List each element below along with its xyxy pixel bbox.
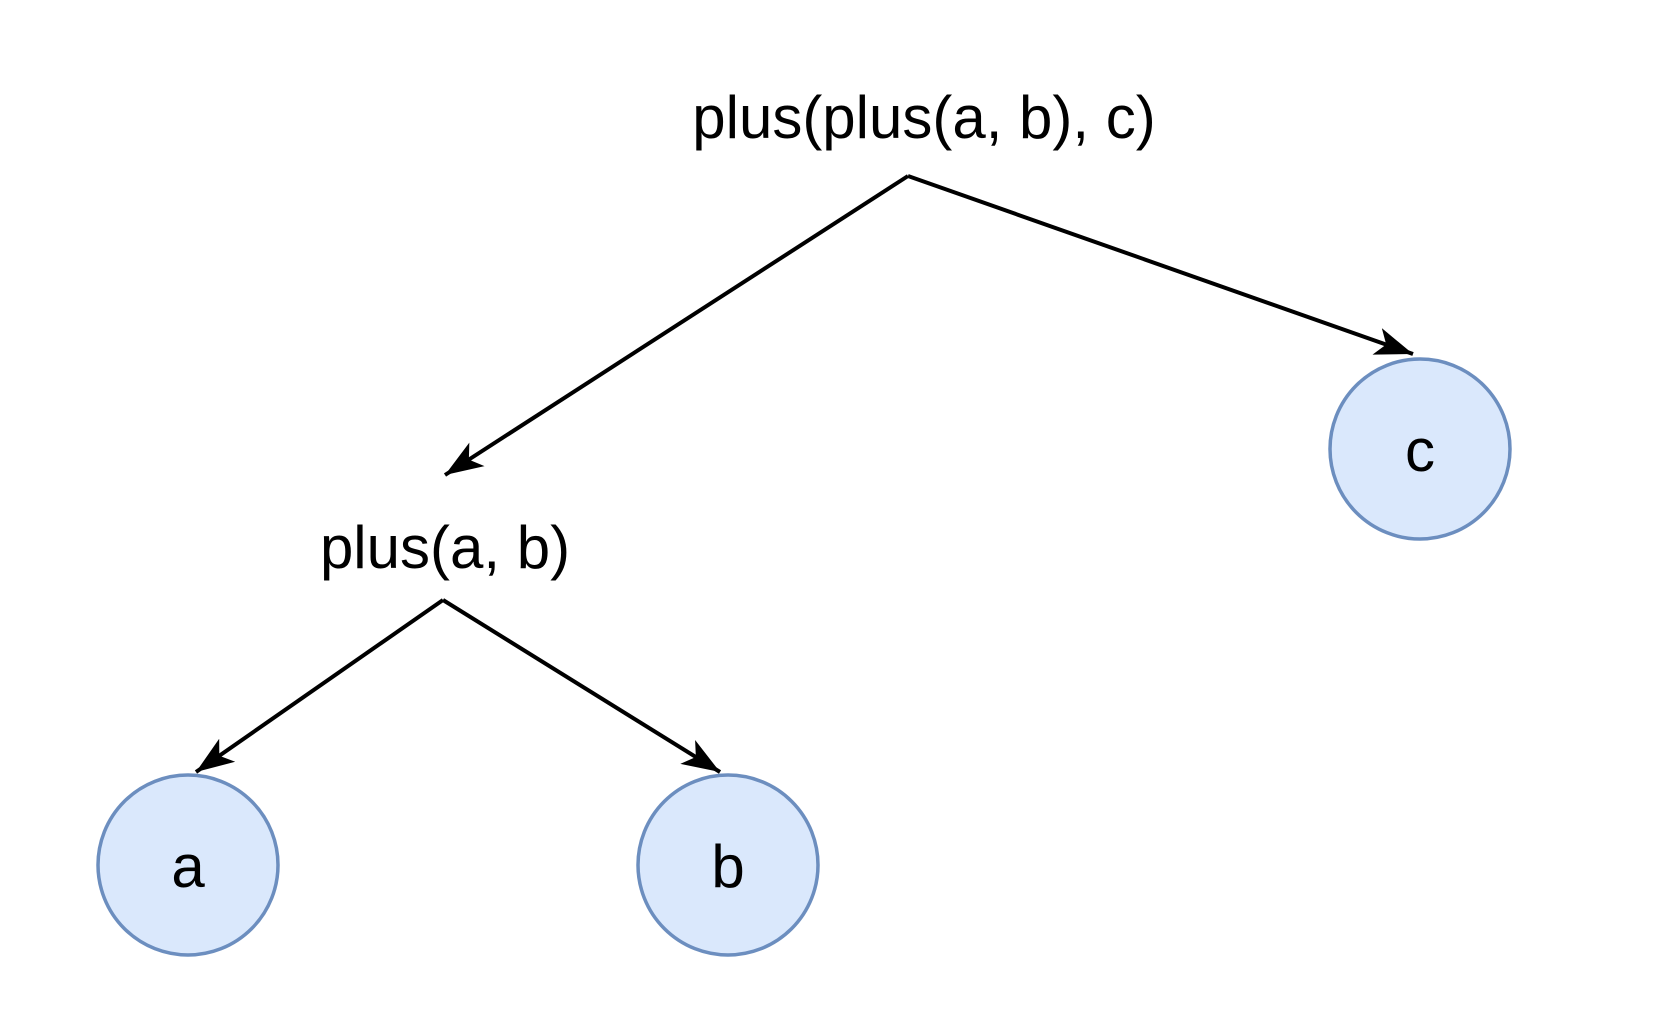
- node-a-circle: [96, 773, 280, 957]
- node-b: b: [636, 773, 820, 957]
- edge-subtree-to-node-b: [441, 598, 722, 774]
- node-b-label: b: [711, 833, 744, 900]
- edge-root-to-node-c: [907, 174, 1414, 356]
- node-a-label: a: [171, 833, 205, 900]
- subtree-expression-label: plus(a, b): [320, 514, 570, 581]
- node-c-label: c: [1405, 417, 1435, 484]
- node-a: a: [96, 773, 280, 957]
- node-b-circle: [636, 773, 820, 957]
- node-c-circle: [1328, 357, 1512, 541]
- edge-subtree-to-node-a: [194, 598, 445, 774]
- node-c: c: [1328, 357, 1512, 541]
- edge-root-to-subtree: [443, 174, 910, 477]
- root-expression-label: plus(plus(a, b), c): [692, 84, 1155, 151]
